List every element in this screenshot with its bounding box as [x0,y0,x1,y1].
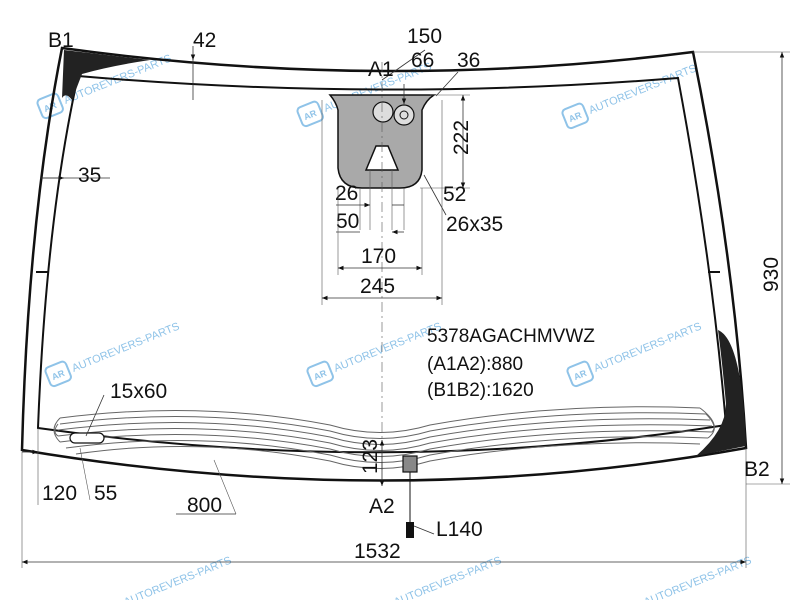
heating-lines [53,406,715,469]
dim-1532: 1532 [354,540,401,563]
dim-245: 245 [360,275,395,298]
dim-35: 35 [78,164,101,187]
dim-170: 170 [361,245,396,268]
part-code: 5378AGACHMVWZ [427,326,595,347]
svg-text:AUTOREVERS-PARTS: AUTOREVERS-PARTS [642,555,753,600]
sensor-circles [372,101,415,126]
svg-text:AR: AR [572,368,588,382]
corner-dark-bottom-right [696,330,746,456]
point-b1-label: B1 [48,29,74,52]
svg-text:AR: AR [302,108,318,122]
svg-text:AUTOREVERS-PARTS: AUTOREVERS-PARTS [592,321,703,375]
dim-150: 150 [407,25,442,48]
svg-text:AUTOREVERS-PARTS: AUTOREVERS-PARTS [587,63,698,117]
dim-26x35: 26x35 [446,213,503,236]
dim-52: 52 [443,183,466,206]
dim-15x60: 15x60 [110,380,167,403]
corner-dark-top-left [62,50,150,100]
svg-text:AUTOREVERS-PARTS: AUTOREVERS-PARTS [392,555,503,600]
point-a1-label: A1 [368,58,394,81]
dim-800: 800 [187,494,222,517]
dim-42: 42 [193,29,216,52]
heating-connector [402,455,418,473]
dim-123: 123 [359,439,382,474]
dim-66: 66 [411,49,434,72]
svg-text:AUTOREVERS-PARTS: AUTOREVERS-PARTS [70,321,181,375]
dim-930: 930 [760,257,783,292]
dim-120: 120 [42,482,77,505]
wire-end [406,522,414,538]
dim-36: 36 [457,49,480,72]
dim-L140: L140 [436,518,483,541]
distance-b1b2: (B1B2):1620 [427,380,534,401]
svg-text:AR: AR [567,110,583,124]
svg-text:AR: AR [312,368,328,382]
distance-a1a2: (A1A2):880 [427,354,523,375]
dim-222: 222 [450,120,473,155]
dim-55: 55 [94,482,117,505]
glass-outer-outline [20,46,748,482]
svg-text:AUTOREVERS-PARTS: AUTOREVERS-PARTS [122,555,233,600]
dim-26: 26 [335,182,358,205]
point-b2-label: B2 [744,458,770,481]
point-a2-label: A2 [369,495,395,518]
svg-text:AR: AR [50,368,66,382]
dim-50: 50 [336,210,359,233]
